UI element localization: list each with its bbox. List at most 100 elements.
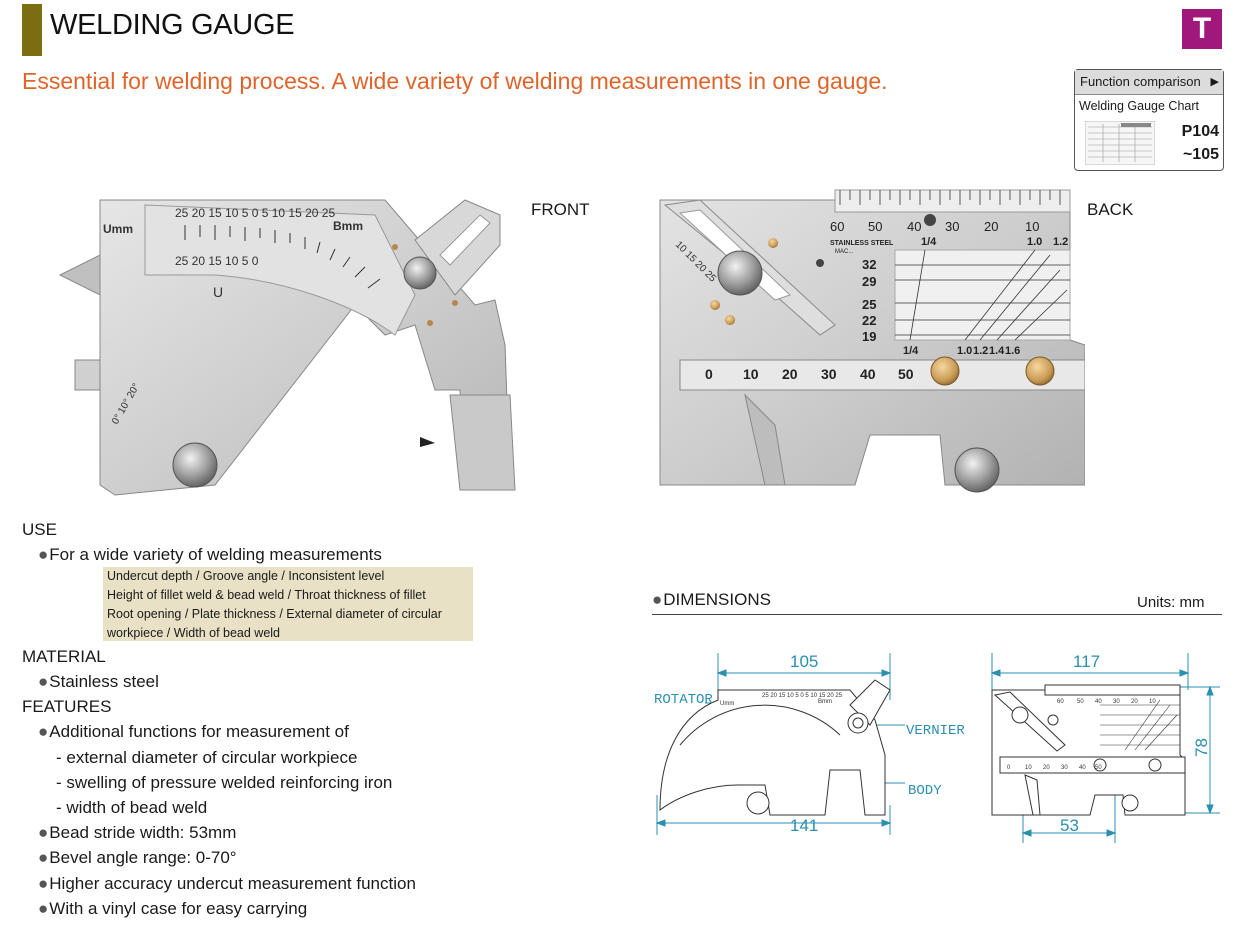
use-bullet: For a wide variety of welding measuremen…: [38, 545, 382, 565]
back-ratio-12: 1.2: [1053, 236, 1068, 248]
function-comparison-box[interactable]: Function comparison ▶ Welding Gauge Char…: [1074, 69, 1224, 171]
back-top-10: 10: [1025, 219, 1039, 234]
dimensions-heading-text: DIMENSIONS: [663, 590, 771, 609]
back-bottom-50: 50: [898, 366, 914, 382]
back-bottom-0: 0: [705, 366, 713, 382]
dim-back-top-10: 10: [1149, 699, 1156, 705]
page-subtitle: Essential for welding process. A wide va…: [22, 68, 888, 94]
material-bullet-text: Stainless steel: [49, 672, 159, 691]
back-thick-29: 29: [862, 274, 876, 289]
back-quarter-top: 1/4: [921, 236, 937, 248]
dim-front-scale: 25 20 15 10 5 0 5 10 15 20 25: [762, 693, 843, 699]
back-bottom-10: 10: [743, 366, 759, 382]
use-line-4: workpiece / Width of bead weld: [107, 626, 281, 640]
page-ref-from: P104: [1181, 123, 1219, 140]
feature-item: Additional functions for measurement of: [38, 722, 349, 742]
dim-back-bottom-50: 50: [1095, 765, 1102, 771]
back-bottom-20: 20: [782, 366, 798, 382]
use-detail-box: [103, 567, 473, 641]
back-ratio-b-quarter: 1/4: [903, 345, 919, 357]
back-top-40: 40: [907, 219, 921, 234]
use-heading: USE: [22, 520, 57, 539]
front-label: FRONT: [531, 200, 590, 219]
use-bullet-text: For a wide variety of welding measuremen…: [49, 545, 382, 564]
function-comparison-subtitle: Welding Gauge Chart: [1079, 99, 1199, 113]
back-thick-32: 32: [862, 257, 876, 272]
feature-text: Higher accuracy undercut measurement fun…: [49, 874, 416, 893]
back-top-60: 60: [830, 219, 844, 234]
use-line-3: Root opening / Plate thickness / Externa…: [107, 607, 442, 621]
title-accent-bar: [22, 4, 42, 56]
back-bottom-30: 30: [821, 366, 837, 382]
front-gauge-photo: 25 20 15 10 5 0 5 10 15 20 25 25 20 15 1…: [58, 199, 516, 496]
feature-text: Additional functions for measurement of: [49, 722, 349, 741]
front-scale-top: 25 20 15 10 5 0 5 10 15 20 25: [175, 206, 335, 220]
dim-front-top: 105: [790, 652, 818, 671]
chart-thumbnail-icon: [1085, 121, 1155, 165]
dim-rotator-label: ROTATOR: [654, 692, 713, 708]
back-bottom-40: 40: [860, 366, 876, 382]
front-dimension-drawing: Umm Bmm 25 20 15 10 5 0 5 10 15 20 25 10…: [654, 652, 965, 835]
front-scale-bottom: 25 20 15 10 5 0: [175, 254, 259, 268]
triangle-right-icon: ▶: [1210, 76, 1219, 88]
dim-back-bottom-30: 30: [1061, 765, 1068, 771]
back-ratio-b-16: 1.6: [1005, 345, 1020, 357]
dim-back-top-20: 20: [1131, 699, 1138, 705]
back-brand: STAINLESS STEEL: [830, 240, 894, 247]
front-unit-b: Bmm: [333, 219, 363, 233]
back-thick-19: 19: [862, 329, 876, 344]
dimensions-divider: [652, 614, 1222, 615]
back-ratio-b-12: 1.2: [973, 345, 988, 357]
dimensions-heading: DIMENSIONS: [652, 590, 771, 610]
back-top-30: 30: [945, 219, 959, 234]
front-unit-u: Umm: [103, 222, 133, 236]
dim-back-top-30: 30: [1113, 699, 1120, 705]
back-top-20: 20: [984, 219, 998, 234]
page-ref-to: ~105: [1182, 146, 1219, 163]
feature-item: Higher accuracy undercut measurement fun…: [38, 874, 416, 894]
back-thick-25: 25: [862, 297, 876, 312]
feature-subitem: - external diameter of circular workpiec…: [56, 748, 358, 767]
back-ratio-b-14: 1.4: [989, 345, 1005, 357]
dim-back-top-60: 60: [1057, 699, 1064, 705]
dim-back-bottom: 53: [1060, 816, 1079, 835]
page-title: WELDING GAUGE: [50, 9, 295, 41]
material-bullet: Stainless steel: [38, 672, 159, 692]
dim-front-unit-u: Umm: [720, 701, 734, 707]
dim-back-top: 117: [1073, 652, 1100, 671]
feature-text: Bead stride width: 53mm: [49, 823, 237, 842]
back-brand-2: MAC...: [835, 249, 854, 255]
dim-vernier-label: VERNIER: [906, 723, 965, 739]
back-gauge-photo: 60 50 40 30 20 10 1/4 1.0 1.2 STAINLESS …: [659, 189, 1085, 493]
feature-item: Bevel angle range: 0-70°: [38, 848, 237, 868]
front-u-label: U: [213, 284, 223, 300]
dim-body-label: BODY: [908, 783, 942, 799]
dimensions-units: Units: mm: [1137, 594, 1205, 611]
feature-text: With a vinyl case for easy carrying: [49, 899, 308, 918]
back-ratio-10: 1.0: [1027, 236, 1042, 248]
use-line-1: Undercut depth / Groove angle / Inconsis…: [107, 569, 385, 583]
dim-back-bottom-10: 10: [1025, 765, 1032, 771]
dim-back-top-40: 40: [1095, 699, 1102, 705]
back-ratio-b-10: 1.0: [957, 345, 972, 357]
features-heading: FEATURES: [22, 697, 112, 716]
dim-front-unit-b: Bmm: [818, 699, 832, 705]
feature-text: Bevel angle range: 0-70°: [49, 848, 237, 867]
dim-back-bottom-0: 0: [1007, 765, 1011, 771]
back-label: BACK: [1087, 200, 1134, 219]
feature-item: Bead stride width: 53mm: [38, 823, 236, 843]
dim-back-bottom-20: 20: [1043, 765, 1050, 771]
category-badge: T: [1182, 9, 1222, 49]
dim-back-top-50: 50: [1077, 699, 1084, 705]
feature-subitem: - width of bead weld: [56, 798, 208, 817]
back-thick-22: 22: [862, 313, 876, 328]
back-dimension-drawing: 60 50 40 30 20 10 0 10 20 30 40 50 117 7…: [990, 652, 1220, 843]
use-line-2: Height of fillet weld & bead weld / Thro…: [107, 588, 426, 602]
feature-subitem: - swelling of pressure welded reinforcin…: [56, 773, 393, 792]
dim-back-bottom-40: 40: [1079, 765, 1086, 771]
feature-item: With a vinyl case for easy carrying: [38, 899, 307, 919]
material-heading: MATERIAL: [22, 647, 106, 666]
function-comparison-header[interactable]: Function comparison ▶: [1075, 70, 1223, 95]
back-top-50: 50: [868, 219, 882, 234]
dim-back-height: 78: [1192, 738, 1211, 757]
